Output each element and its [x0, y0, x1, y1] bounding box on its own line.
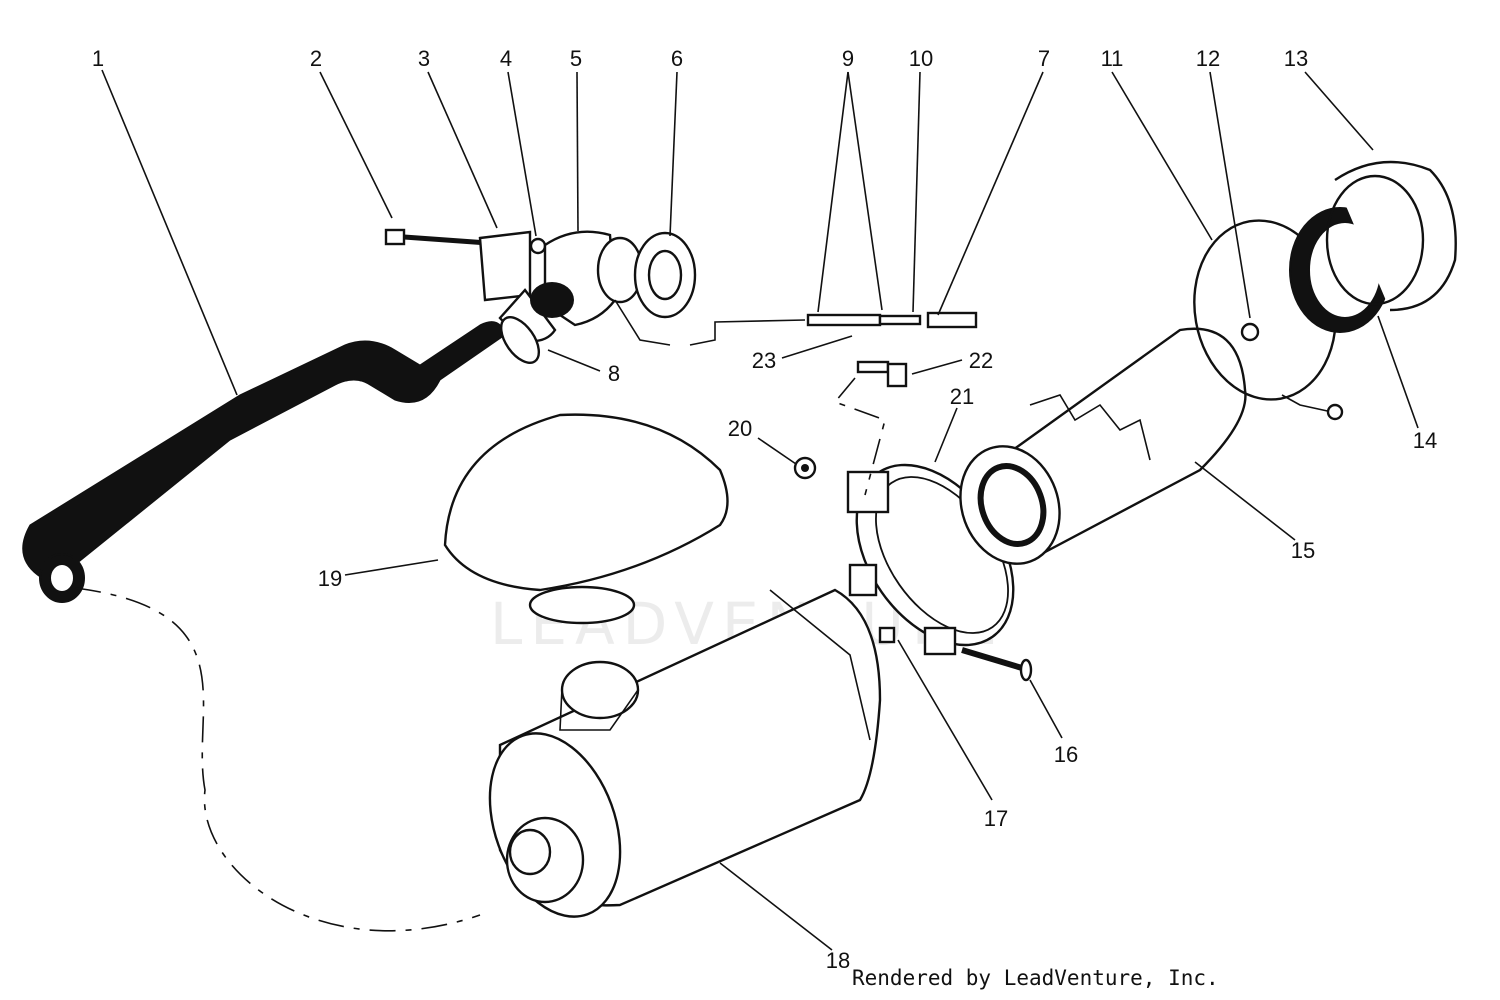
bolt-2 [384, 228, 489, 246]
callout-1: 1 [92, 46, 104, 71]
callout-11: 11 [1101, 46, 1124, 71]
callout-8: 8 [608, 361, 620, 386]
callout-2: 2 [310, 46, 322, 71]
callout-16: 16 [1054, 742, 1078, 767]
callout-5: 5 [570, 46, 582, 71]
callout-12: 12 [1196, 46, 1220, 71]
callout-3: 3 [418, 46, 430, 71]
bolt-16 [961, 647, 1033, 682]
hose-clamp [499, 316, 541, 364]
dust-cup [1289, 160, 1457, 333]
dash-hose-link [74, 587, 481, 932]
intake-hose [22, 321, 506, 603]
callout-7: 7 [1038, 46, 1050, 71]
callout-13: 13 [1284, 46, 1308, 71]
callout-19: 19 [318, 566, 342, 591]
air-cleaner-housing [488, 588, 882, 918]
bolt-22 [856, 360, 908, 388]
callout-15: 15 [1291, 538, 1315, 563]
elbow-assembly [478, 230, 697, 346]
callout-17: 17 [984, 806, 1008, 831]
callout-10: 10 [909, 46, 933, 71]
fittings [689, 311, 978, 346]
callout-21: 21 [950, 384, 974, 409]
callout-23: 23 [752, 348, 776, 373]
nut-17 [878, 626, 896, 644]
rain-cap [443, 413, 729, 625]
callout-labels: 1 2 3 4 5 6 7 8 9 10 11 12 13 14 15 16 1… [92, 46, 1437, 973]
callout-20: 20 [728, 416, 752, 441]
leader-lines [101, 69, 1419, 951]
callout-18: 18 [826, 948, 850, 973]
nut-20 [793, 456, 817, 480]
credit-text: Rendered by LeadVenture, Inc. [852, 966, 1219, 990]
callout-22: 22 [969, 348, 993, 373]
callout-14: 14 [1413, 428, 1437, 453]
callout-9: 9 [842, 46, 854, 71]
wing-nut [1240, 322, 1260, 342]
filter-element [959, 327, 1247, 565]
callout-6: 6 [671, 46, 683, 71]
callout-4: 4 [500, 46, 512, 71]
dash-bolt-link [833, 377, 886, 496]
